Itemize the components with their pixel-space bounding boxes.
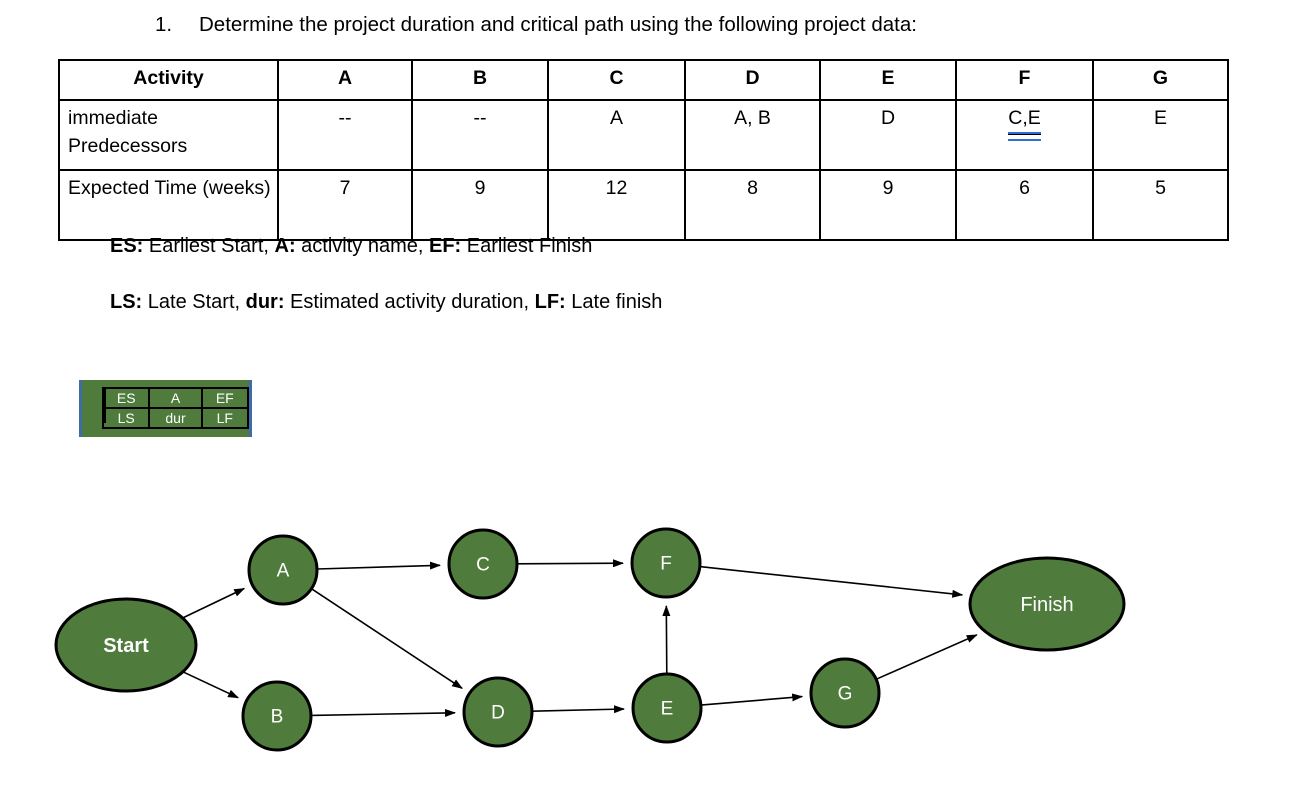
table-cell: A bbox=[547, 99, 686, 171]
key-cell-ls: LS bbox=[101, 407, 151, 429]
legend-line-early: ES: Earliest Start, A: activity name, EF… bbox=[110, 232, 592, 260]
node-shape bbox=[809, 657, 881, 729]
table-cell: E bbox=[1092, 99, 1229, 171]
legend-definition: activity name, bbox=[295, 235, 429, 257]
table-header-g: G bbox=[1092, 59, 1229, 101]
node-label: C bbox=[476, 555, 490, 576]
edge-A-to-C bbox=[316, 561, 441, 570]
diagram-node-d[interactable]: D bbox=[462, 676, 534, 748]
edge-E-to-G bbox=[700, 693, 804, 706]
legend-term: A: bbox=[274, 235, 296, 257]
node-label: G bbox=[838, 684, 853, 705]
diagram-node-c[interactable]: C bbox=[447, 528, 519, 600]
row-label: Expected Time (weeks) bbox=[58, 169, 279, 241]
legend-term: LF: bbox=[534, 291, 566, 313]
diagram-node-finish[interactable]: Finish bbox=[968, 556, 1126, 652]
key-grid: ES A EF LS dur LF bbox=[101, 387, 250, 429]
table-cell: C,E bbox=[955, 99, 1094, 171]
table-cell: 6 bbox=[955, 169, 1094, 241]
table-header-e: E bbox=[819, 59, 957, 101]
edge-layer bbox=[182, 559, 978, 717]
legend-definition: Late Start, bbox=[142, 291, 246, 313]
edge-D-to-E bbox=[531, 705, 625, 714]
key-row-top: ES A EF bbox=[101, 387, 250, 409]
node-label: Finish bbox=[1020, 594, 1073, 616]
diagram-node-e[interactable]: E bbox=[631, 672, 703, 744]
question-text: Determine the project duration and criti… bbox=[199, 13, 917, 36]
legend-term: EF: bbox=[429, 235, 462, 257]
table-cell: 12 bbox=[547, 169, 686, 241]
legend-definition: Earliest Finish bbox=[461, 235, 593, 257]
legend-term: ES: bbox=[110, 235, 144, 257]
diagram-node-a[interactable]: A bbox=[247, 534, 319, 606]
edge-C-to-F bbox=[516, 559, 624, 568]
table-header-c: C bbox=[547, 59, 686, 101]
node-shape bbox=[462, 676, 534, 748]
diagram-node-f[interactable]: F bbox=[630, 527, 702, 599]
legend-definition: Late finish bbox=[565, 291, 663, 313]
edge-E-to-F bbox=[662, 605, 671, 675]
table-header-a: A bbox=[277, 59, 413, 101]
legend-term: LS: bbox=[110, 291, 143, 313]
spellcheck-flagged-text: C,E bbox=[1008, 104, 1041, 141]
table-cell: 5 bbox=[1092, 169, 1229, 241]
node-shape bbox=[631, 672, 703, 744]
key-cell-ef: EF bbox=[200, 387, 250, 409]
key-cell-dur: dur bbox=[148, 407, 203, 429]
table-header-b: B bbox=[411, 59, 549, 101]
project-network-diagram: Start A B C D E F G Finish bbox=[54, 527, 1126, 752]
table-header-d: D bbox=[684, 59, 821, 101]
row-label: immediate Predecessors bbox=[58, 99, 279, 171]
node-shape bbox=[241, 680, 313, 752]
question-number: 1. bbox=[155, 13, 173, 36]
node-label: B bbox=[271, 707, 284, 728]
table-header-activity: Activity bbox=[58, 59, 279, 101]
key-cell-lf: LF bbox=[200, 407, 250, 429]
node-shape bbox=[968, 556, 1126, 652]
table-cell: 9 bbox=[411, 169, 549, 241]
node-shape bbox=[247, 534, 319, 606]
node-shape bbox=[447, 528, 519, 600]
table-cell: 9 bbox=[819, 169, 957, 241]
node-layer: Start A B C D E F G Finish bbox=[54, 527, 1126, 752]
table-cell: -- bbox=[277, 99, 413, 171]
key-cell-activity: A bbox=[148, 387, 203, 409]
node-label: Start bbox=[103, 635, 149, 657]
node-label: D bbox=[491, 703, 505, 724]
diagram-node-b[interactable]: B bbox=[241, 680, 313, 752]
diagram-node-start[interactable]: Start bbox=[54, 597, 198, 693]
node-label: E bbox=[661, 699, 674, 720]
edge-F-to-finish bbox=[699, 565, 964, 598]
table-cell: -- bbox=[411, 99, 549, 171]
activity-node-key-box: ES A EF LS dur LF bbox=[79, 380, 252, 437]
question-prompt: 1. Determine the project duration and cri… bbox=[155, 10, 1255, 40]
edge-G-to-finish bbox=[875, 634, 978, 681]
edge-B-to-D bbox=[310, 708, 456, 717]
node-shape bbox=[54, 597, 198, 693]
diagram-node-g[interactable]: G bbox=[809, 657, 881, 729]
edge-start-to-A bbox=[182, 587, 246, 619]
edge-A-to-D bbox=[310, 588, 463, 689]
key-cell-es: ES bbox=[101, 387, 151, 409]
key-row-bottom: LS dur LF bbox=[101, 407, 250, 429]
table-cell: A, B bbox=[684, 99, 821, 171]
table-cell: D bbox=[819, 99, 957, 171]
legend-line-late: LS: Late Start, dur: Estimated activity … bbox=[110, 288, 662, 316]
node-label: F bbox=[660, 554, 672, 575]
edge-start-to-B bbox=[182, 671, 240, 699]
table-cell: 7 bbox=[277, 169, 413, 241]
legend-definition: Estimated activity duration, bbox=[284, 291, 535, 313]
legend-term: dur: bbox=[245, 291, 285, 313]
table-header-f: F bbox=[955, 59, 1094, 101]
node-shape bbox=[630, 527, 702, 599]
table-cell: 8 bbox=[684, 169, 821, 241]
node-label: A bbox=[277, 561, 290, 582]
legend-definition: Earliest Start, bbox=[143, 235, 275, 257]
